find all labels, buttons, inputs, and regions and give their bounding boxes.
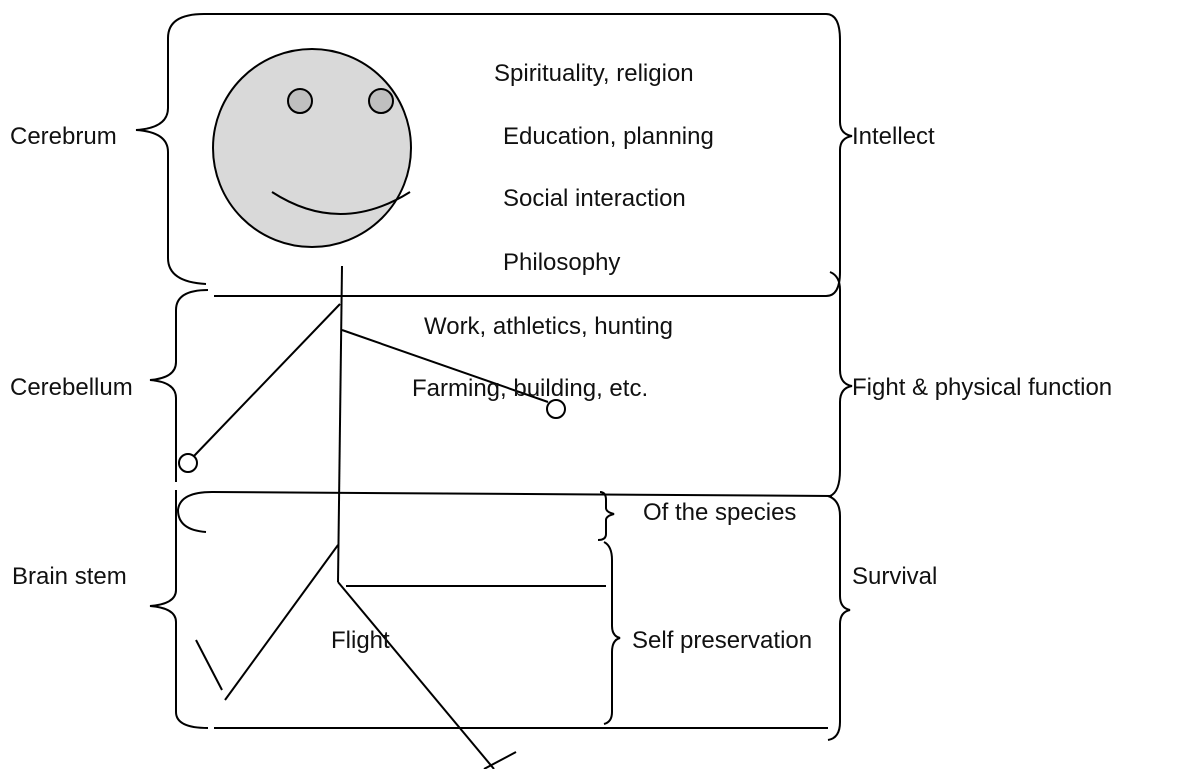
farming-label: Farming, building, etc. [412, 375, 648, 402]
survival-brace [827, 495, 851, 741]
cerebellum-label: Cerebellum [10, 374, 133, 401]
cerebrum-label: Cerebrum [10, 123, 117, 150]
survival-label: Survival [852, 563, 937, 590]
intellect-brace [825, 13, 853, 297]
philosophy-label: Philosophy [503, 249, 620, 276]
brain-stem-label: Brain stem [12, 563, 127, 590]
left-foot [195, 639, 223, 691]
brain-stem-brace [149, 490, 209, 729]
right-hand-icon [546, 399, 566, 419]
left-eye-icon [287, 88, 313, 114]
species-label: Of the species [643, 499, 796, 526]
left-arm [193, 303, 341, 457]
self-preservation-brace [603, 541, 621, 725]
work-label: Work, athletics, hunting [424, 313, 673, 340]
intellect-label: Intellect [852, 123, 935, 150]
right-eye-icon [368, 88, 394, 114]
right-arm [341, 329, 549, 403]
smile-icon [271, 191, 411, 215]
right-foot [483, 751, 517, 770]
social-label: Social interaction [503, 185, 686, 212]
brainstem-top-line [176, 490, 833, 533]
left-hand-icon [178, 453, 198, 473]
flight-label: Flight [331, 627, 390, 654]
species-brace [597, 491, 615, 541]
self-preservation-label: Self preservation [632, 627, 812, 654]
cerebrum-brace [135, 13, 207, 285]
right-leg [337, 581, 495, 770]
torso [337, 265, 343, 583]
cerebellum-brace [149, 289, 209, 482]
spirituality-label: Spirituality, religion [494, 60, 694, 87]
head [212, 48, 412, 248]
education-label: Education, planning [503, 123, 714, 150]
fight-label: Fight & physical function [852, 374, 1112, 401]
fight-brace [829, 271, 853, 497]
left-leg [224, 544, 339, 701]
